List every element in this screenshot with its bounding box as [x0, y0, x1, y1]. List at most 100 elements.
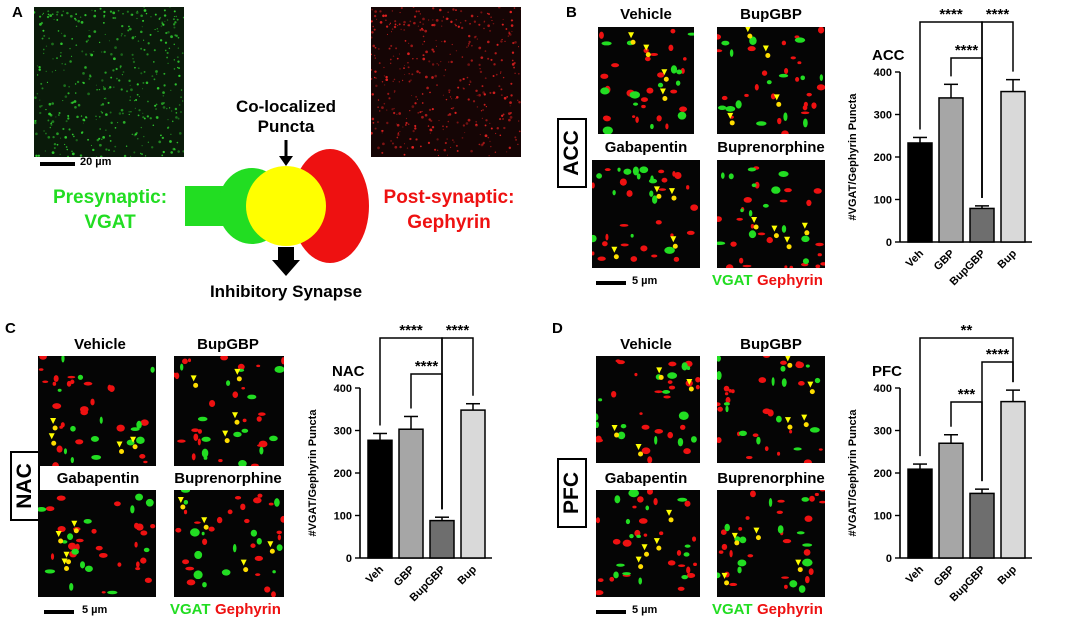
- puncta-dot: [389, 62, 392, 65]
- gephyrin-punctum: [790, 56, 796, 60]
- puncta-dot: [412, 58, 414, 60]
- puncta-dot: [163, 9, 166, 12]
- puncta-dot: [500, 88, 503, 91]
- inhibitory-synapse-label: Inhibitory Synapse: [209, 282, 363, 301]
- puncta-dot: [46, 15, 50, 19]
- scale-label-c: 5 µm: [82, 604, 108, 616]
- puncta-dot: [454, 111, 457, 115]
- puncta-dot: [451, 107, 454, 110]
- puncta-dot: [393, 25, 397, 29]
- puncta-dot: [102, 86, 105, 88]
- puncta-dot: [163, 14, 167, 17]
- puncta-dot: [136, 10, 139, 13]
- puncta-dot: [82, 118, 86, 122]
- puncta-dot: [449, 53, 451, 55]
- puncta-dot: [168, 107, 171, 109]
- gephyrin-punctum: [776, 510, 783, 514]
- puncta-dot: [139, 152, 142, 155]
- puncta-dot: [103, 97, 105, 100]
- colocalized-punctum: [668, 517, 674, 523]
- puncta-dot: [467, 45, 469, 47]
- gephyrin-punctum: [250, 543, 256, 548]
- gephyrin-punctum: [56, 495, 66, 501]
- vgat-punctum: [57, 388, 62, 392]
- puncta-dot: [492, 22, 495, 25]
- puncta-dot: [373, 54, 376, 57]
- puncta-dot: [447, 11, 450, 14]
- puncta-dot: [448, 61, 450, 63]
- arrowhead-marker: [801, 222, 808, 229]
- puncta-dot: [411, 105, 415, 108]
- micrograph-d-bupgbp: [717, 356, 825, 463]
- puncta-dot: [487, 57, 490, 60]
- puncta-dot: [461, 56, 464, 58]
- puncta-dot: [89, 75, 92, 78]
- micrograph-b-vehicle: [598, 27, 694, 134]
- puncta-dot: [412, 7, 415, 8]
- gephyrin-punctum: [622, 539, 632, 547]
- puncta-dot: [57, 30, 60, 32]
- gephyrin-punctum: [254, 555, 264, 561]
- gephyrin-punctum: [731, 389, 735, 394]
- puncta-dot: [419, 21, 422, 24]
- puncta-dot: [510, 19, 513, 22]
- colocalized-punctum: [753, 224, 759, 230]
- puncta-dot: [134, 66, 136, 69]
- colocalized-punctum: [119, 448, 125, 454]
- puncta-dot: [55, 69, 57, 72]
- gephyrin-punctum: [717, 406, 723, 412]
- puncta-dot: [502, 113, 505, 116]
- puncta-dot: [442, 16, 445, 18]
- colocalized-punctum: [755, 535, 761, 541]
- vgat-punctum: [183, 499, 189, 505]
- puncta-dot: [393, 78, 396, 81]
- gephyrin-punctum: [686, 566, 691, 574]
- gephyrin-punctum: [754, 84, 759, 91]
- puncta-dot: [415, 10, 418, 13]
- gephyrin-punctum: [599, 31, 604, 39]
- gephyrin-punctum: [592, 182, 595, 189]
- gephyrin-punctum: [611, 390, 617, 398]
- chart-title: PFC: [872, 363, 902, 380]
- puncta-dot: [37, 154, 41, 157]
- puncta-dot: [385, 19, 387, 22]
- puncta-dot: [177, 60, 180, 63]
- puncta-dot: [431, 23, 434, 27]
- vgat-punctum: [677, 111, 687, 120]
- vgat-punctum: [751, 183, 757, 188]
- vgat-punctum: [798, 585, 806, 593]
- scale-label-a: 20 µm: [80, 156, 112, 168]
- puncta-dot: [75, 13, 77, 15]
- colocalized-punctum: [773, 233, 779, 239]
- colocalized-punctum: [64, 565, 70, 571]
- puncta-dot: [518, 73, 520, 75]
- puncta-dot: [160, 25, 163, 27]
- gephyrin-punctum: [654, 429, 664, 434]
- vgat-punctum: [756, 436, 761, 445]
- gephyrin-punctum: [150, 524, 156, 529]
- puncta-dot: [398, 81, 401, 83]
- gephyrin-punctum: [596, 590, 604, 596]
- puncta-dot: [101, 79, 104, 82]
- puncta-dot: [397, 25, 399, 27]
- puncta-dot: [174, 107, 178, 111]
- gephyrin-punctum: [819, 490, 825, 492]
- scale-bar-b: [596, 281, 626, 285]
- gephyrin-punctum: [651, 254, 658, 258]
- gephyrin-punctum: [667, 380, 673, 384]
- colocalized-punctum: [645, 52, 651, 58]
- vgat-punctum: [638, 577, 643, 585]
- gephyrin-punctum: [113, 501, 121, 507]
- puncta-dot: [421, 93, 424, 95]
- puncta-dot: [99, 143, 102, 147]
- gephyrin-punctum: [183, 509, 188, 515]
- puncta-dot: [423, 40, 426, 43]
- puncta-dot: [45, 108, 47, 111]
- x-tick-label: Veh: [364, 563, 387, 586]
- gephyrin-punctum: [683, 448, 691, 455]
- puncta-dot: [377, 121, 379, 123]
- x-tick-label: Veh: [904, 563, 927, 586]
- vgat-punctum: [654, 435, 658, 445]
- puncta-dot: [478, 46, 482, 50]
- puncta-dot: [103, 87, 107, 91]
